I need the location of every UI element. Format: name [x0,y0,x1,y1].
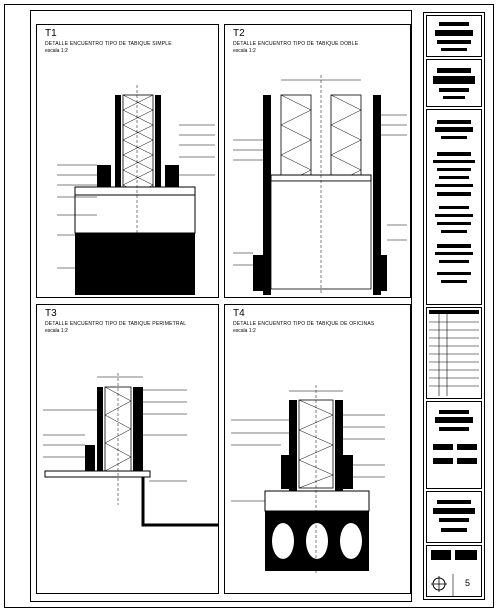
baseboard-right [343,455,353,489]
panel-title: DETALLE ENCUENTRO TIPO DE TABIQUE SIMPLE [45,41,172,47]
insulation-hatch-left [280,94,312,186]
sheet-border-outer [4,4,494,608]
title-block-drawing-info [426,491,482,543]
detail-drawing-t1 [57,85,215,295]
baseboard-left [253,255,265,291]
baseboard-left [281,455,291,489]
sheet-number: 5 [465,578,471,588]
gypsum-board-left [97,387,103,475]
title-block-sheet: 5 [426,545,482,597]
ground-fill [75,233,195,295]
panel-scale: escala 1:2 [45,328,68,334]
insulation-hatch-cross [122,94,154,201]
annotation-leaders [233,114,407,266]
annotation-leaders [43,389,187,482]
insulation-hatch [104,386,132,472]
slab-void-1 [272,523,294,559]
slab-void-3 [340,523,362,559]
panel-title: DETALLE ENCUENTRO TIPO DE TABIQUE PERIME… [45,321,187,327]
detail-panel-t4: T4 DETALLE ENCUENTRO TIPO DE TABIQUE DE … [224,304,411,594]
floor-finish [74,186,196,196]
baseboard-left [85,445,95,475]
detail-panel-t3: T3 DETALLE ENCUENTRO TIPO DE TABIQUE PER… [36,304,219,594]
floor-topping [264,490,370,512]
title-block-revisions-table [426,307,482,399]
title-block-stamp [426,401,482,489]
detail-panel-t2: T2 DETALLE ENCUENTRO TIPO DE TABIQUE DOB… [224,24,411,298]
panel-scale: escala 1:2 [45,48,68,54]
gypsum-board-left [289,400,297,492]
sheet-border-inner [30,10,412,602]
panel-scale: escala 1:2 [233,48,256,54]
panel-code: T3 [45,308,57,319]
annotation-leaders [231,414,385,502]
title-block-project [426,59,482,107]
panel-scale: escala 1:2 [233,328,256,334]
detail-drawing-t2 [233,75,407,295]
insulation-core [298,399,334,489]
panel-code: T1 [45,28,57,39]
panel-title: DETALLE ENCUENTRO TIPO DE TABIQUE DE OFI… [233,321,375,327]
title-block-notes [426,109,482,305]
wall-left [263,95,271,295]
title-block: 5 [423,12,485,600]
panel-title: DETALLE ENCUENTRO TIPO DE TABIQUE DOBLE [233,41,359,47]
annotation-leaders [57,124,215,269]
panel-code: T2 [233,28,245,39]
concrete-slab [74,194,196,234]
insulation-hatch [298,399,334,489]
slab-edge-step [141,477,218,527]
title-block-logo [426,15,482,57]
baseboard-right [375,255,387,291]
panel-code: T4 [233,308,245,319]
floor-finish [44,470,151,478]
detail-drawing-t3 [43,373,218,527]
detail-drawing-t4 [231,385,385,575]
wall-right [373,95,381,295]
gypsum-board-right [155,95,161,210]
gypsum-board-right [335,400,343,492]
detail-panel-t1: T1 DETALLE ENCUENTRO TIPO DE TABIQUE SIM… [36,24,219,298]
insulation-hatch-right [330,94,362,186]
exterior-wall [133,387,143,475]
slab-void-2 [306,523,328,559]
gypsum-board-left [115,95,121,210]
